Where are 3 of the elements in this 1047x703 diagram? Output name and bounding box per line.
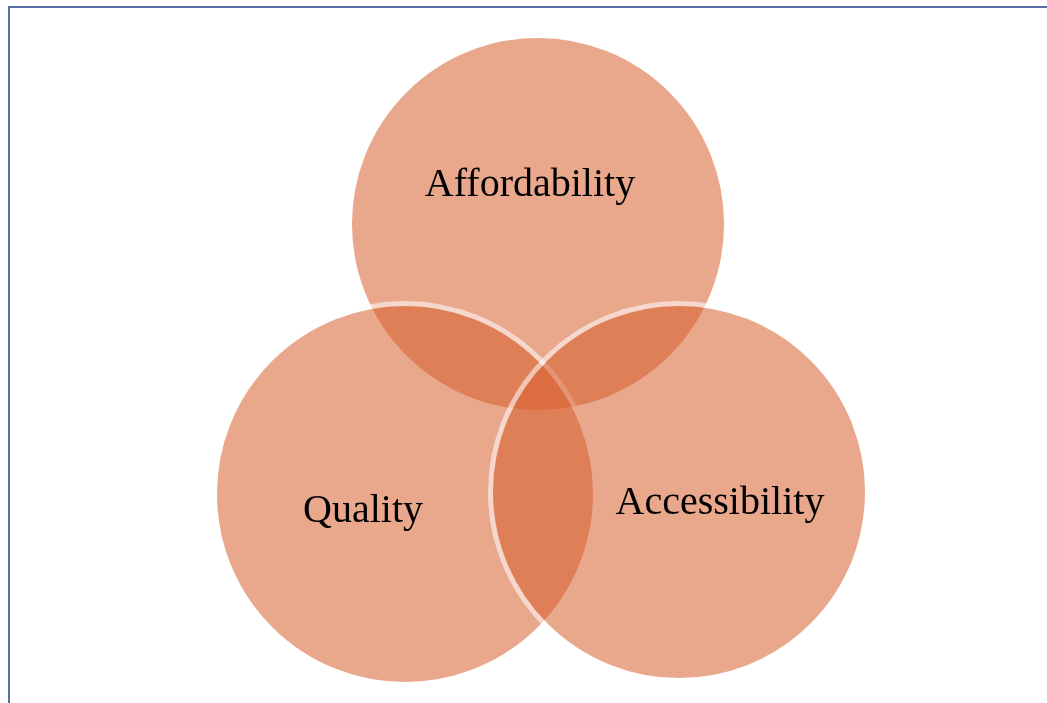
circle-label: Quality bbox=[303, 484, 423, 532]
circle-label: Affordability bbox=[424, 158, 636, 206]
circle-label: Accessibility bbox=[615, 476, 825, 524]
